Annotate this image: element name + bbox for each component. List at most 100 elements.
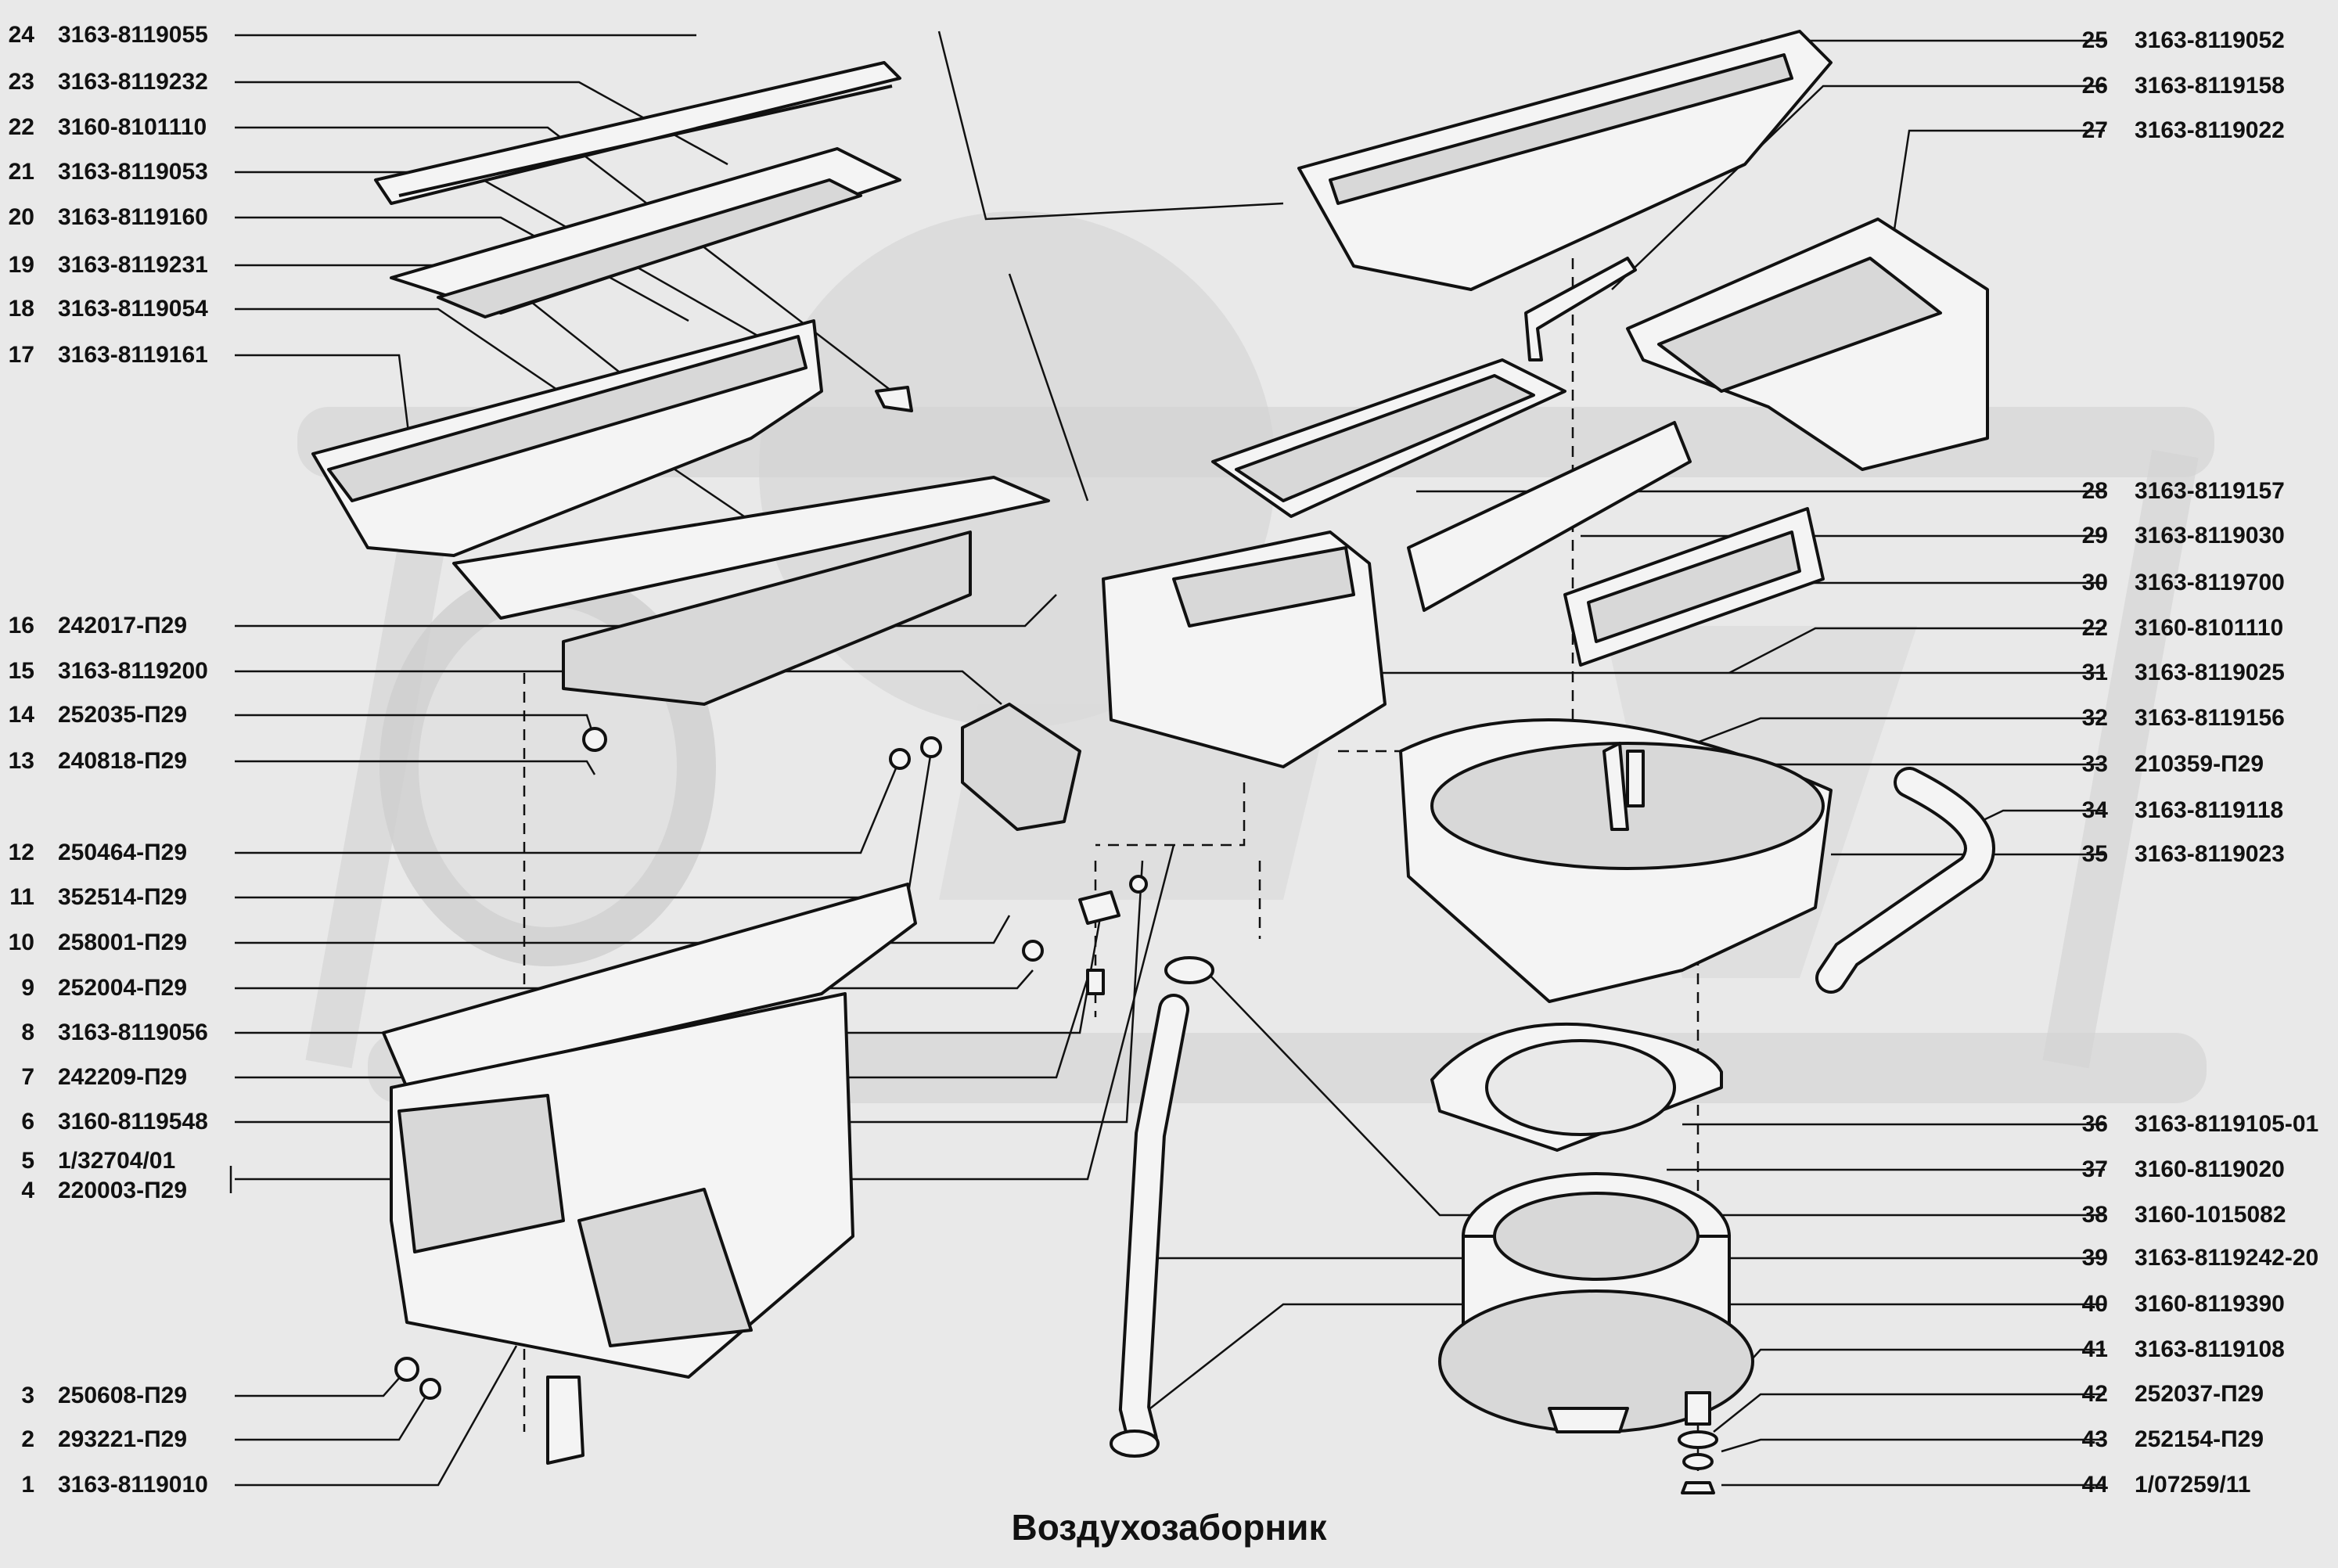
part-label-11: 11 352514-П29	[0, 882, 187, 913]
part-number: 24	[8, 22, 34, 48]
part-code: 210359-П29	[2135, 751, 2264, 777]
part-housing-upper-left	[311, 319, 823, 557]
part-number: 27	[2081, 117, 2108, 143]
part-number: 25	[2081, 27, 2108, 53]
part-gasket-36	[1430, 1022, 1723, 1152]
part-number: 42	[2081, 1381, 2108, 1407]
part-label-43: 43 252154-П29	[2074, 1424, 2264, 1455]
part-number: 38	[2081, 1202, 2108, 1228]
part-code: 252035-П29	[58, 702, 188, 728]
part-number: 21	[8, 159, 34, 185]
part-label-42: 42 252037-П29	[2074, 1379, 2264, 1410]
part-label-24: 24 3163-8119055	[0, 20, 208, 51]
part-code: 3163-8119200	[58, 658, 208, 684]
part-code: 3163-8119010	[58, 1472, 208, 1498]
part-duct-top-right-25	[1297, 30, 1833, 291]
part-actuator-15	[961, 703, 1081, 831]
part-code: 3163-8119160	[58, 204, 208, 230]
part-label-14: 14 252035-П29	[0, 699, 187, 731]
part-label-20: 20 3163-8119160	[0, 202, 208, 233]
part-number: 33	[2081, 751, 2108, 777]
part-casing-center-31	[1102, 530, 1387, 768]
part-number: 11	[9, 884, 34, 910]
part-code: 3163-8119158	[2135, 73, 2285, 99]
part-number: 15	[8, 658, 34, 684]
part-label-22: 22 3160-8101110	[2074, 613, 2284, 644]
part-label-33: 33 210359-П29	[2074, 749, 2264, 780]
part-number: 30	[2081, 570, 2108, 595]
part-code: 3163-8119700	[2135, 570, 2285, 595]
part-number: 34	[2081, 797, 2108, 823]
part-code: 352514-П29	[58, 884, 188, 910]
part-code: 3163-8119055	[58, 22, 208, 48]
part-label-1: 1 3163-8119010	[0, 1469, 208, 1501]
part-code: 252037-П29	[2135, 1381, 2264, 1407]
diagram-title: Воздухозаборник	[1011, 1507, 1327, 1548]
part-label-35: 35 3163-8119023	[2074, 839, 2285, 870]
part-heater-housing-1	[382, 883, 917, 1465]
part-number: 35	[2081, 841, 2108, 867]
part-code: 3163-8119056	[58, 1020, 208, 1045]
part-code: 252154-П29	[2135, 1426, 2264, 1452]
part-label-41: 41 3163-8119108	[2074, 1334, 2285, 1365]
part-duct-upper-left	[390, 147, 901, 318]
part-number: 22	[2081, 615, 2108, 641]
part-code: 3163-8119052	[2135, 27, 2285, 53]
part-number: 44	[2081, 1472, 2108, 1498]
part-fasteners-left	[394, 727, 1148, 1400]
part-code: 293221-П29	[58, 1426, 188, 1452]
part-number: 14	[8, 702, 34, 728]
part-code: 242209-П29	[58, 1064, 188, 1090]
part-code: 242017-П29	[58, 613, 188, 638]
part-number: 3	[21, 1383, 34, 1408]
part-label-3: 3 250608-П29	[0, 1380, 187, 1412]
part-label-25: 25 3163-8119052	[2074, 25, 2285, 56]
part-code: 258001-П29	[58, 930, 188, 955]
part-code: 1/32704/01	[58, 1148, 176, 1174]
part-code: 3163-8119105-01	[2135, 1111, 2319, 1137]
part-code: 3163-8119108	[2135, 1336, 2285, 1362]
part-number: 43	[2081, 1426, 2108, 1452]
part-number: 9	[21, 975, 34, 1001]
part-frame-30	[1563, 507, 1825, 667]
part-code: 220003-П29	[58, 1178, 188, 1203]
part-number: 23	[8, 69, 34, 95]
part-code: 240818-П29	[58, 748, 188, 774]
part-number: 1	[21, 1472, 34, 1498]
part-code: 3163-8119054	[58, 296, 208, 322]
part-label-22: 22 3160-8101110	[0, 112, 207, 143]
part-code: 3163-8119023	[2135, 841, 2285, 867]
part-number: 41	[2081, 1336, 2108, 1362]
part-number: 20	[8, 204, 34, 230]
part-code: 3160-8101110	[2135, 615, 2284, 641]
part-tab-22	[875, 386, 913, 412]
part-number: 28	[2081, 478, 2108, 504]
part-code: 250608-П29	[58, 1383, 188, 1408]
part-number: 37	[2081, 1156, 2108, 1182]
part-seal-top-left	[374, 61, 901, 205]
part-code: 3160-1015082	[2135, 1202, 2286, 1228]
part-number: 22	[8, 114, 34, 140]
part-code: 3160-8101110	[58, 114, 207, 140]
part-hose-39	[1110, 956, 1214, 1458]
